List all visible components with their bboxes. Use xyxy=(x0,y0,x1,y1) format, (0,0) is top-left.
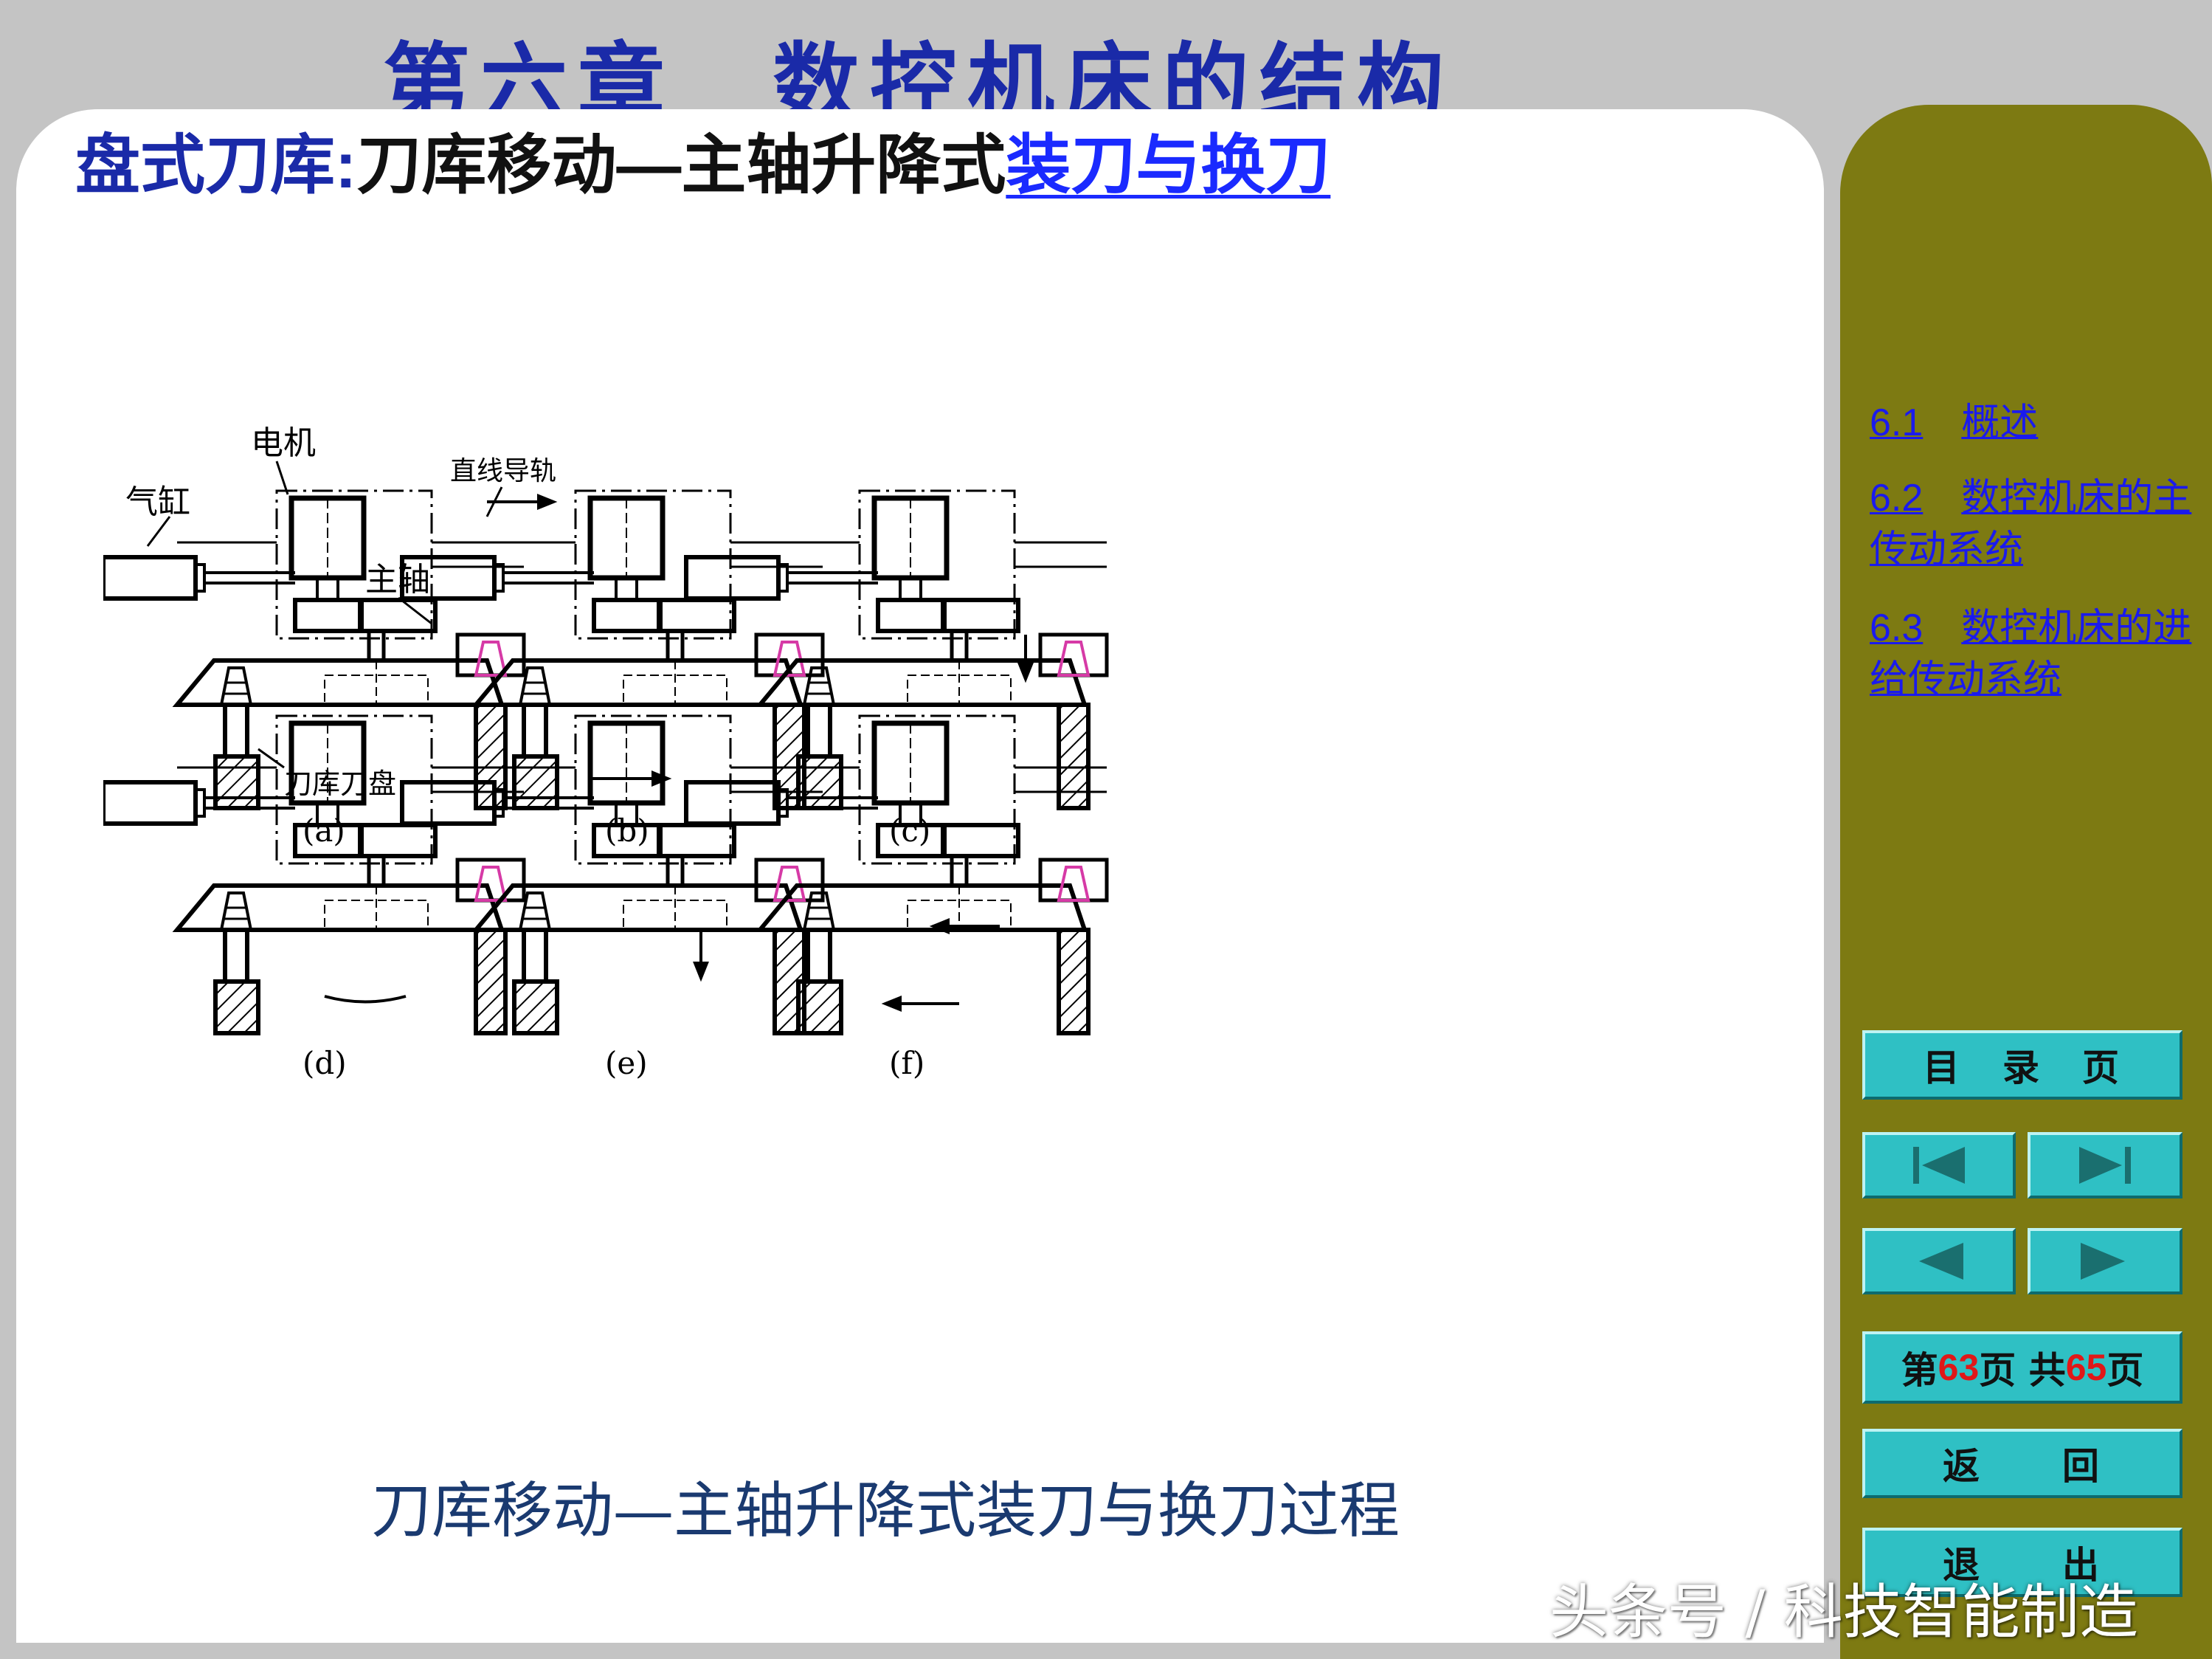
nav-link-number: 6.1 xyxy=(1870,401,1924,444)
sidebar xyxy=(1840,105,2212,1659)
toc-button-label: 目 录 页 xyxy=(1923,1046,2122,1089)
panel-label-f: (f) xyxy=(889,1045,924,1081)
back-button-label: 返 回 xyxy=(1943,1444,2102,1488)
panel-label-c: (c) xyxy=(889,813,930,849)
total-page-number: 65 xyxy=(2065,1347,2107,1388)
exit-button[interactable]: 退 出 xyxy=(1862,1528,2182,1597)
panel-label-d: (d) xyxy=(303,1045,347,1081)
slide-title: 盘式刀库:刀库移动—主轴升降式装刀与换刀 xyxy=(75,121,1330,210)
label-spindle: 主轴 xyxy=(365,561,430,599)
nav-link-text: 概述 xyxy=(1961,401,2039,445)
slide-title-link[interactable]: 装刀与换刀 xyxy=(1006,128,1331,201)
toc-button[interactable]: 目 录 页 xyxy=(1862,1030,2182,1100)
slide-title-topic: 盘式刀库: xyxy=(75,128,357,201)
label-linear-guide: 直线导轨 xyxy=(450,456,556,486)
back-button[interactable]: 返 回 xyxy=(1862,1429,2182,1498)
exit-button-label: 退 出 xyxy=(1943,1543,2102,1587)
pager-suffix: 页 xyxy=(2106,1348,2144,1392)
nav-link-number: 6.2 xyxy=(1870,477,1924,520)
label-tool-disc: 刀库刀盘 xyxy=(284,768,396,800)
last-page-icon xyxy=(2079,1147,2131,1184)
next-page-button[interactable] xyxy=(2028,1228,2182,1294)
diagram-caption: 刀库移动—主轴升降式装刀与换刀过程 xyxy=(370,1476,1400,1546)
label-cylinder: 气缸 xyxy=(125,483,190,521)
panel-label-e: (e) xyxy=(605,1045,648,1081)
label-motor: 电机 xyxy=(251,424,316,462)
first-page-icon xyxy=(1913,1147,1965,1184)
last-page-button[interactable] xyxy=(2028,1132,2182,1198)
next-page-icon xyxy=(2081,1243,2125,1280)
nav-link-text: 数控机床的主传动系统 xyxy=(1870,476,2192,572)
panel-label-b: (b) xyxy=(605,813,649,849)
current-page-number: 63 xyxy=(1938,1347,1980,1388)
nav-link-text: 数控机床的进给传动系统 xyxy=(1870,606,2192,702)
first-page-button[interactable] xyxy=(1862,1132,2016,1198)
watermark: 头条号 / 科技智能制造 xyxy=(1549,1578,2138,1646)
panel-label-a: (a) xyxy=(303,813,345,849)
content-panel xyxy=(16,109,1824,1643)
prev-page-button[interactable] xyxy=(1862,1228,2016,1294)
slide-title-subtopic: 刀库移动—主轴升降式 xyxy=(356,128,1006,201)
nav-link-number: 6.3 xyxy=(1870,607,1924,649)
tool-change-diagram: 电机 气缸 直线导轨 主轴 刀库刀盘 (a) (b) (c) (d) (e) (… xyxy=(103,413,1800,1336)
nav-link-6-1[interactable]: 6.1 概述 xyxy=(1870,397,2194,449)
pager-middle: 页 共 xyxy=(1979,1348,2066,1392)
pager-prefix: 第 xyxy=(1901,1348,1938,1392)
prev-page-icon xyxy=(1919,1243,1963,1280)
